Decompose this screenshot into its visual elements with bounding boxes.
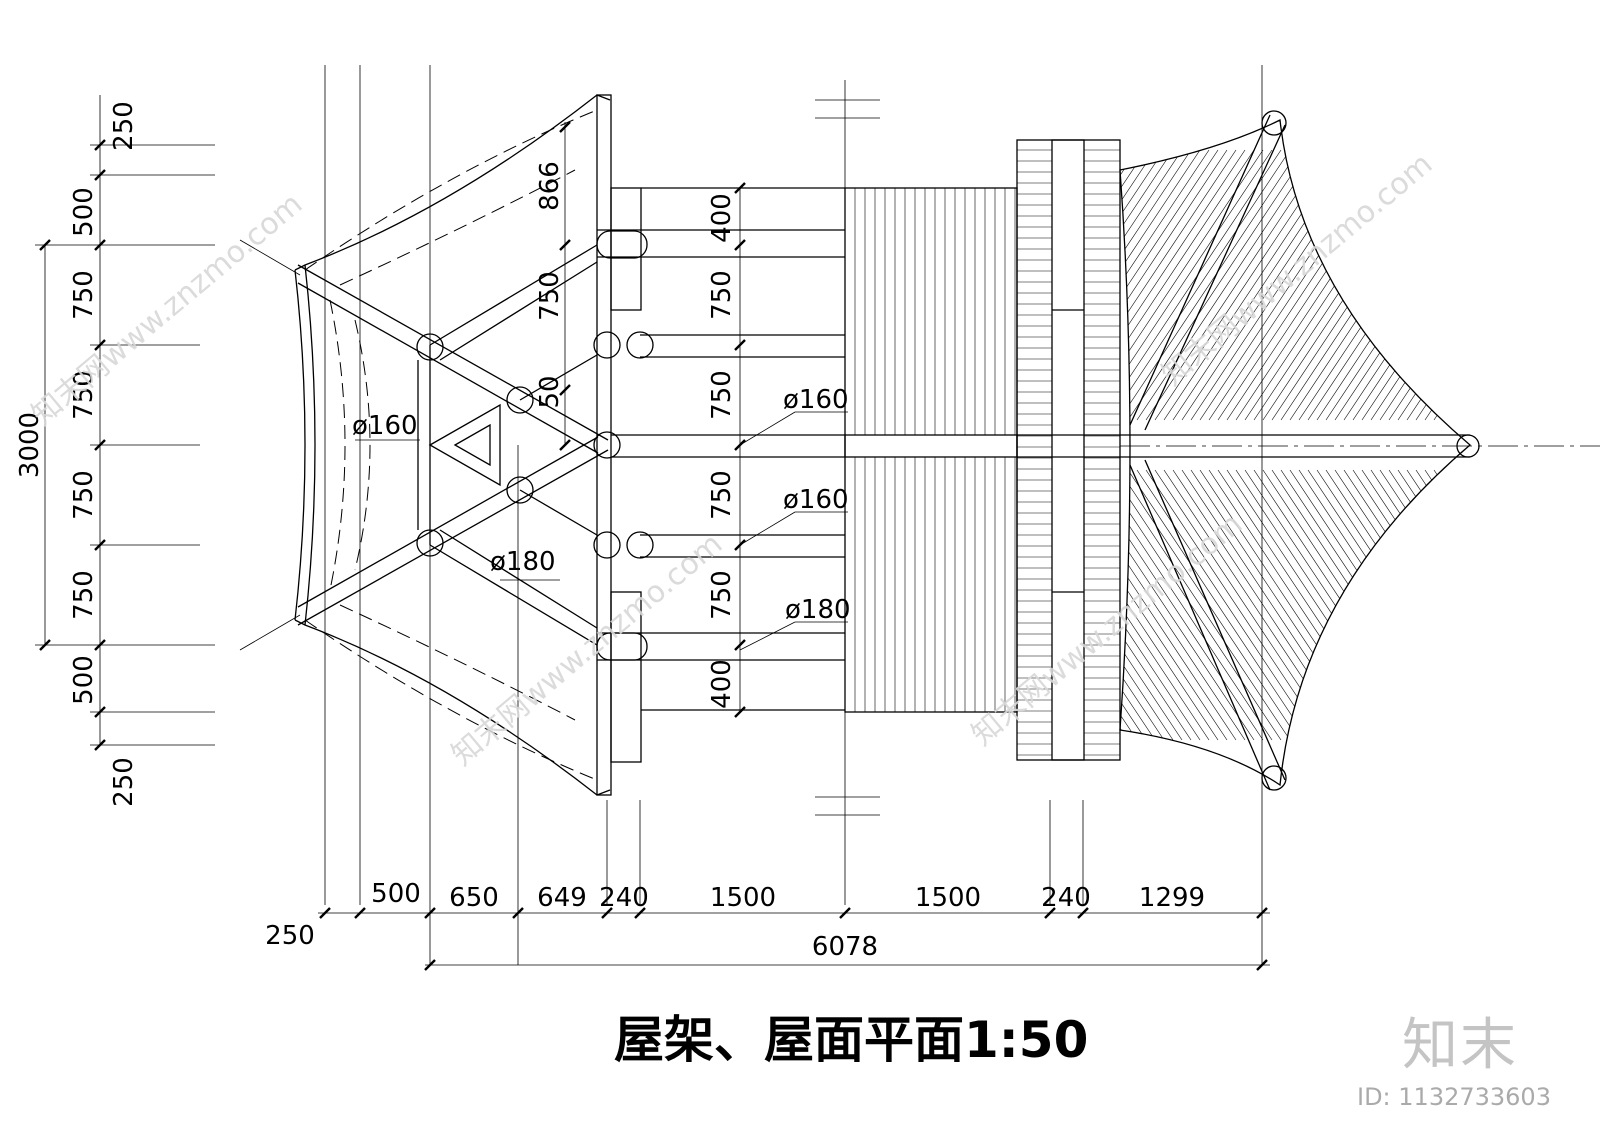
dim-mid-5: 400 <box>707 659 737 709</box>
label-d160-b: ø160 <box>783 485 849 515</box>
dim-bottom-1: 500 <box>371 879 421 909</box>
dim-mid-2: 750 <box>707 370 737 420</box>
label-d160-left: ø160 <box>352 411 418 441</box>
reference-lines <box>324 65 1263 965</box>
dim-bottom-3: 649 <box>537 883 587 913</box>
dim-left-2: 750 <box>69 270 99 320</box>
dim-inner-750: 750 <box>535 271 565 321</box>
dim-mid-1: 750 <box>707 270 737 320</box>
dim-left-1: 500 <box>69 187 99 237</box>
roof-surface <box>844 110 1600 791</box>
dim-left-4: 750 <box>69 470 99 520</box>
brand-logo: 知末 <box>1402 1013 1518 1078</box>
dim-bottom-5: 1500 <box>710 883 776 913</box>
dim-left-3: 750 <box>69 370 99 420</box>
left-dimension-chain: 250 500 750 750 750 750 500 250 3000 <box>15 95 215 807</box>
dim-left-5: 750 <box>69 570 99 620</box>
dim-left-6: 500 <box>69 655 99 705</box>
label-d180-left: ø180 <box>490 547 556 577</box>
dim-left-0: 250 <box>109 101 139 151</box>
dim-mid-3: 750 <box>707 470 737 520</box>
dim-left-total: 3000 <box>15 412 45 478</box>
dim-bottom-0: 250 <box>265 921 315 951</box>
dim-left-7: 250 <box>109 757 139 807</box>
dim-bottom-6: 1500 <box>915 883 981 913</box>
dim-mid-0: 400 <box>707 193 737 243</box>
roof-frame: 400 750 750 750 750 400 866 750 50 ø160 … <box>239 94 851 796</box>
dim-bottom-total: 6078 <box>812 932 878 962</box>
dim-bottom-8: 1299 <box>1139 883 1205 913</box>
dim-mid-4: 750 <box>707 570 737 620</box>
bottom-dimension-chain: 250 500 650 649 240 1500 1500 240 1299 6… <box>265 879 1270 971</box>
drawing-title: 屋架、屋面平面1:50 <box>614 1011 1089 1069</box>
image-id: ID: 1132733603 <box>1357 1083 1551 1111</box>
dim-slant: 866 <box>535 161 565 211</box>
dim-bottom-2: 650 <box>449 883 499 913</box>
dim-inner-50: 50 <box>535 375 565 408</box>
label-d160-a: ø160 <box>783 385 849 415</box>
dim-bottom-7: 240 <box>1041 883 1091 913</box>
label-d180-b: ø180 <box>785 595 851 625</box>
dim-bottom-4: 240 <box>599 883 649 913</box>
